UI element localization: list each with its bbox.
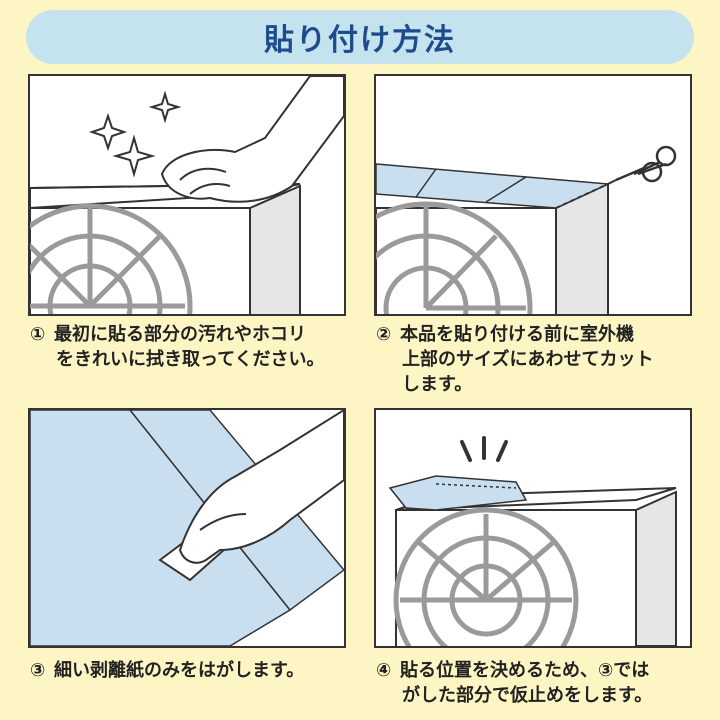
hand-wiping-icon: [160, 76, 344, 203]
step-3-illustration: [28, 408, 346, 648]
step-2-illustration: [374, 74, 692, 316]
title-bar: 貼り付け方法: [26, 10, 694, 64]
hand-peeling-icon: [178, 410, 344, 564]
step-4-illustration: [374, 408, 692, 648]
step-1-illustration: [28, 74, 346, 316]
fan-grille-icon: [30, 203, 193, 314]
scissors-icon: [615, 145, 677, 183]
sparkle-icon: [88, 90, 182, 178]
motion-lines-icon: [460, 436, 508, 462]
page-title: 貼り付け方法: [264, 23, 456, 58]
